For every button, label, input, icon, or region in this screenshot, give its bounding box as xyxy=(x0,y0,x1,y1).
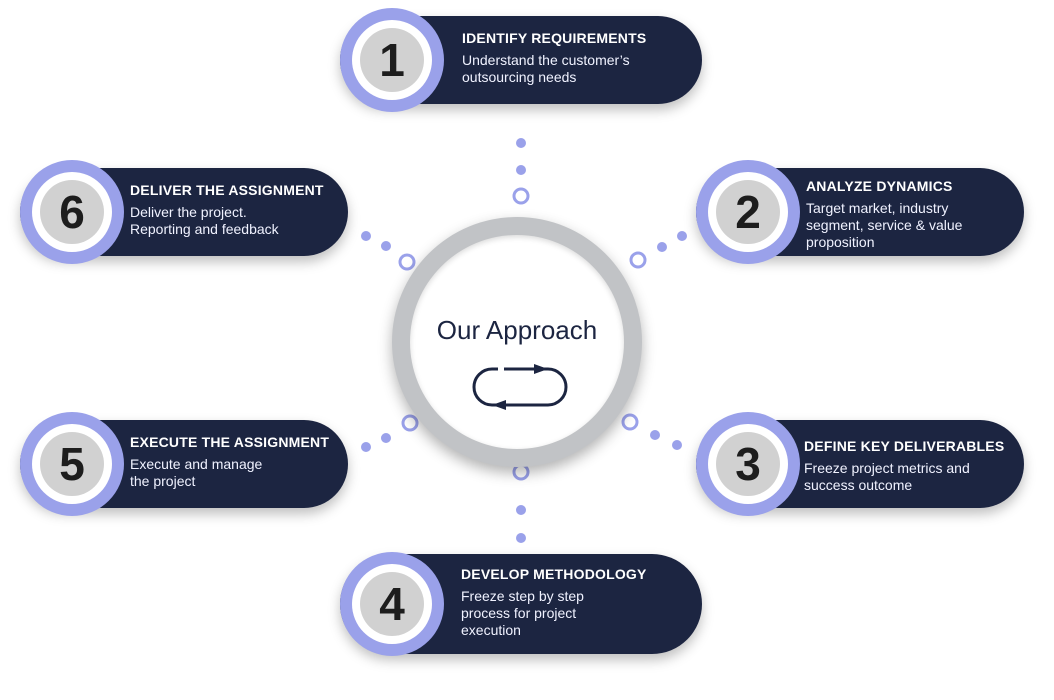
step-6-title: DELIVER THE ASSIGNMENT xyxy=(130,182,324,198)
step-4-card: 4 DEVELOP METHODOLOGY Freeze step by ste… xyxy=(340,552,702,656)
step-3-card: 3 DEFINE KEY DELIVERABLES Freeze project… xyxy=(696,412,1024,516)
step-2-number: 2 xyxy=(716,180,780,244)
step-5-description: Execute and manage the project xyxy=(130,456,263,489)
step-3-title: DEFINE KEY DELIVERABLES xyxy=(804,438,1005,454)
step-3-number: 3 xyxy=(716,432,780,496)
step-4-description: Freeze step by step process for project … xyxy=(461,588,584,638)
step-1-ring: 1 xyxy=(340,8,444,112)
step-6-ring: 6 xyxy=(20,160,124,264)
step-1-number: 1 xyxy=(360,28,424,92)
step-6-description: Deliver the project. Reporting and feedb… xyxy=(130,204,279,237)
step-1-card: 1 IDENTIFY REQUIREMENTS Understand the c… xyxy=(340,8,702,112)
step-5-ring: 5 xyxy=(20,412,124,516)
step-4-ring: 4 xyxy=(340,552,444,656)
step-6-card: 6 DELIVER THE ASSIGNMENT Deliver the pro… xyxy=(20,160,348,264)
step-4-title: DEVELOP METHODOLOGY xyxy=(461,566,647,582)
step-2-title: ANALYZE DYNAMICS xyxy=(806,178,953,194)
step-5-number: 5 xyxy=(40,432,104,496)
step-4-number: 4 xyxy=(360,572,424,636)
approach-center-inner: Our Approach xyxy=(410,235,624,449)
approach-center-circle: Our Approach xyxy=(392,217,642,467)
step-5-card: 5 EXECUTE THE ASSIGNMENT Execute and man… xyxy=(20,412,348,516)
step-6-number: 6 xyxy=(40,180,104,244)
cycle-arrows-icon xyxy=(472,364,568,410)
step-5-title: EXECUTE THE ASSIGNMENT xyxy=(130,434,330,450)
step-1-description: Understand the customer’s outsourcing ne… xyxy=(462,52,630,85)
step-2-ring: 2 xyxy=(696,160,800,264)
step-3-ring: 3 xyxy=(696,412,800,516)
step-1-title: IDENTIFY REQUIREMENTS xyxy=(462,30,647,46)
step-2-card: 2 ANALYZE DYNAMICS Target market, indust… xyxy=(696,160,1024,264)
step-3-description: Freeze project metrics and success outco… xyxy=(804,460,970,493)
approach-title: Our Approach xyxy=(436,315,598,345)
step-2-description: Target market, industry segment, service… xyxy=(806,200,963,250)
